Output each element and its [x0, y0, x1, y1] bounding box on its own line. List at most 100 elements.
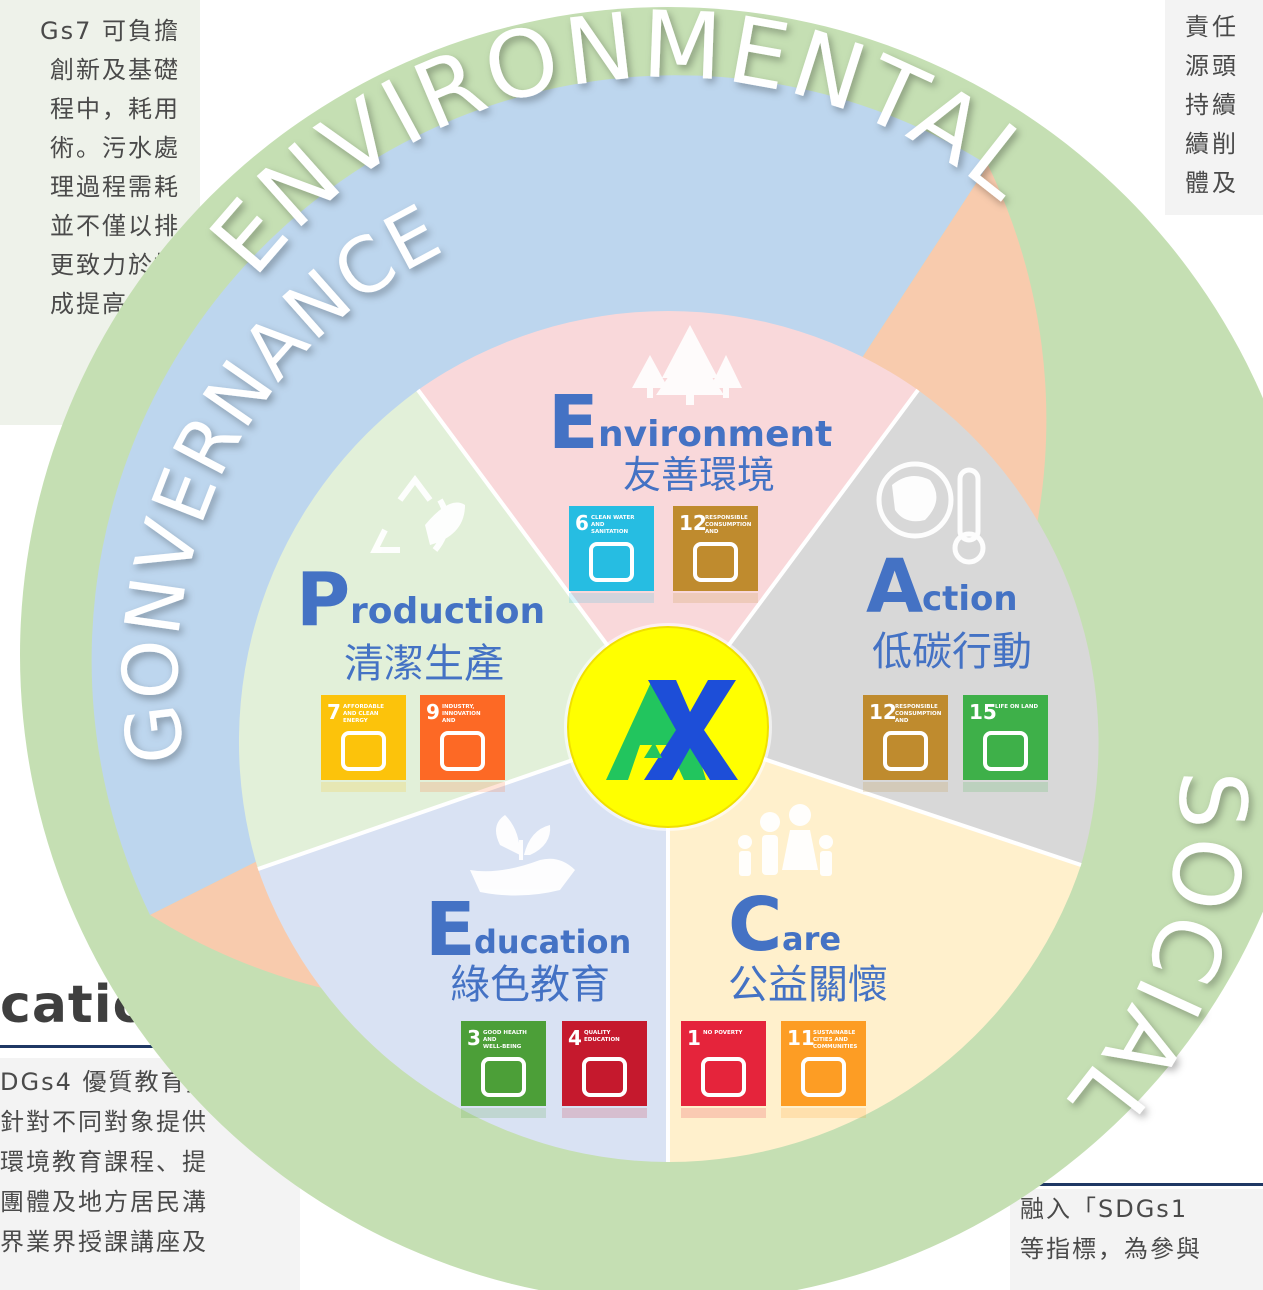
text-line: 界業界授課講座及 [0, 1228, 208, 1256]
top-left-text: Gs7 可負擔創新及基礎程中，耗用術。污水處理過程需耗並不僅以排更致力於推成提高… [0, 12, 200, 324]
text-line: 續削 [1185, 130, 1239, 158]
sdg-number: 12 [679, 511, 707, 535]
sdg-icon [701, 1057, 746, 1097]
text-line: 環境教育課程、提 [0, 1148, 208, 1176]
top-left-text-panel: Gs7 可負擔創新及基礎程中，耗用術。污水處理過程需耗並不僅以排更致力於推成提高… [0, 0, 200, 425]
trees-icon [632, 325, 742, 405]
text-line: 責任 [1185, 13, 1239, 41]
logo-blue-x [644, 680, 738, 780]
text-line: 等指標，為參與 [1020, 1235, 1202, 1263]
sdg-icon [440, 731, 485, 771]
title-rest: ction [922, 579, 1018, 619]
text-line: 創新及基礎 [50, 56, 180, 84]
sdg-number: 15 [969, 700, 997, 724]
title-education: E ducation 綠色教育 [425, 887, 631, 1008]
text-line: 理過程需耗 [50, 173, 180, 201]
title-zh: 清潔生產 [344, 641, 504, 687]
sdg-tile-bg [461, 1021, 546, 1106]
title-zh: 友善環境 [623, 453, 775, 497]
sdg-tile-bg [963, 695, 1048, 780]
bottom-right-text-panel: 融入「SDGs1 等指標，為參與 [1010, 1183, 1263, 1290]
sdg-title: LIFE ON LAND [995, 704, 1039, 710]
text-line: 持續 [1185, 91, 1239, 119]
sdg-icon [582, 1057, 627, 1097]
title-zh: 公益關懷 [728, 962, 888, 1008]
title-rest: ducation [474, 923, 631, 961]
title-rest: are [782, 920, 841, 958]
sdg-icon [341, 731, 386, 771]
title-initial: E [425, 887, 476, 973]
title-action: A ction 低碳行動 [866, 544, 1032, 675]
title-initial: C [728, 882, 782, 968]
sdg-tile-bg [321, 695, 406, 780]
sdg-tile-bg [420, 695, 505, 780]
sdg-icon [883, 731, 928, 771]
sdg-number: 12 [869, 700, 897, 724]
title-care: C are 公益關懷 [728, 882, 888, 1008]
title-environment: E nvironment 友善環境 [548, 380, 832, 497]
text-line: Gs7 可負擔 [40, 17, 180, 45]
text-line: 針對不同對象提供 [0, 1108, 208, 1136]
sdg-tile-reflection [321, 782, 406, 792]
sdg-tile-reflection [963, 782, 1048, 792]
sdg-number: 1 [687, 1026, 701, 1050]
logo-green-a-inner [644, 742, 662, 758]
bottom-right-text: 融入「SDGs1 等指標，為參與 [1010, 1189, 1263, 1290]
sdg-number: 11 [787, 1026, 815, 1050]
center-logo [564, 623, 772, 831]
title-production: P roduction 清潔生產 [296, 557, 545, 687]
sdg-tile-reflection [863, 782, 948, 792]
sdg-number: 7 [327, 700, 341, 724]
family-icon [738, 804, 833, 876]
title-zh: 綠色教育 [450, 962, 610, 1008]
sdg-tile-reflection [569, 593, 654, 603]
sdg-tile-bg [863, 695, 948, 780]
sdg-tile-reflection [673, 593, 758, 603]
title-initial: E [548, 380, 599, 466]
sdg-number: 9 [426, 700, 440, 724]
text-line: 並不僅以排 [50, 212, 180, 240]
sdg-title: NO POVERTY [703, 1030, 744, 1036]
text-line: 融入「SDGs1 [1020, 1195, 1189, 1223]
sdg-icon [983, 731, 1028, 771]
recycle-leaf-icon [370, 475, 465, 553]
sdg-number: 3 [467, 1026, 481, 1050]
sdg-tile-bg [681, 1021, 766, 1106]
top-right-text: 責任源頭持續續削體及 [1165, 8, 1263, 203]
text-line: 團體及地方居民溝 [0, 1188, 208, 1216]
text-line: 源頭 [1185, 52, 1239, 80]
text-line: 體及 [1185, 169, 1239, 197]
sdg-icon [481, 1057, 526, 1097]
title-rest: nvironment [598, 414, 832, 455]
sdg-icon [801, 1057, 846, 1097]
sdg-tile-bg [569, 506, 654, 591]
title-zh: 低碳行動 [872, 629, 1032, 675]
sdg-tile-reflection [681, 1108, 766, 1118]
bottom-right-underline [1010, 1183, 1263, 1186]
globe-thermometer-icon [876, 461, 986, 565]
sdg-tile-bg [562, 1021, 647, 1106]
sdg-icon [693, 542, 738, 582]
top-right-text-panel: 責任源頭持續續削體及 [1165, 0, 1263, 215]
segment-environment [418, 310, 918, 727]
title-rest: roduction [350, 591, 545, 632]
title-initial: P [296, 557, 350, 643]
sdg-icon [589, 542, 634, 582]
title-initial: A [866, 544, 923, 630]
left-heading-underline [0, 1045, 300, 1048]
sdg-tile-reflection [461, 1108, 546, 1118]
